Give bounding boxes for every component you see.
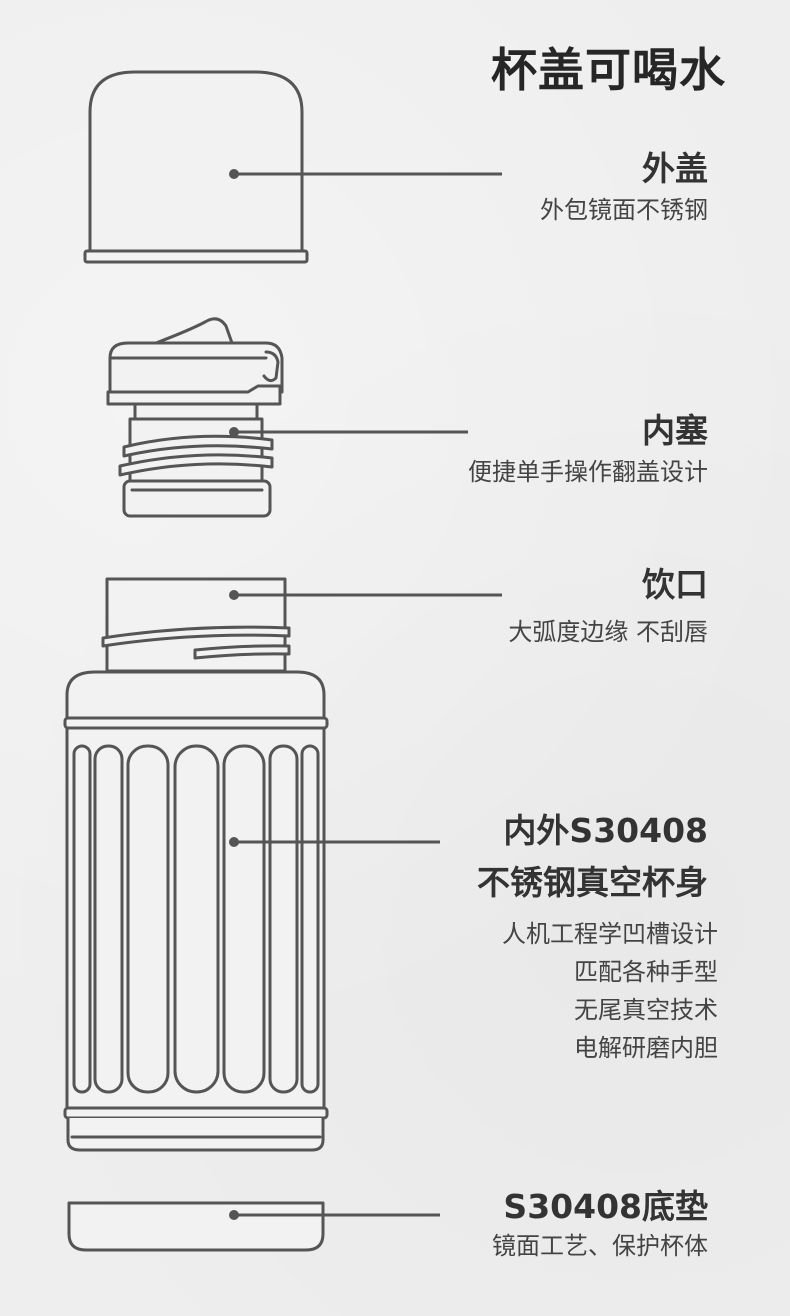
bottle-body-drawing <box>63 670 329 1152</box>
cap-leader-dot <box>229 169 239 179</box>
plug-heading: 内塞 <box>642 411 708 450</box>
outer-cap-drawing <box>83 70 309 264</box>
body-heading-line2: 不锈钢真空杯身 <box>477 863 708 902</box>
cap-heading: 外盖 <box>642 149 708 188</box>
base-heading: S30408底垫 <box>503 1187 708 1226</box>
inner-plug-drawing <box>106 317 284 518</box>
body-feature-4: 电解研磨内胆 <box>574 1034 718 1062</box>
mouth-leader-dot <box>229 590 239 600</box>
base-leader-dot <box>229 1210 239 1220</box>
body-feature-1: 人机工程学凹槽设计 <box>502 920 718 948</box>
body-feature-2: 匹配各种手型 <box>574 958 718 986</box>
cap-description: 外包镜面不锈钢 <box>540 196 708 224</box>
body-leader-dot <box>229 837 239 847</box>
base-description: 镜面工艺、保护杯体 <box>492 1232 708 1260</box>
mouth-description: 大弧度边缘 不刮唇 <box>508 618 708 646</box>
base-pad-drawing <box>67 1201 325 1252</box>
plug-description: 便捷单手操作翻盖设计 <box>468 458 708 486</box>
body-feature-3: 无尾真空技术 <box>574 996 718 1024</box>
body-heading-line1: 内外S30408 <box>503 811 708 850</box>
mouth-heading: 饮口 <box>642 565 708 604</box>
page-title: 杯盖可喝水 <box>491 43 726 97</box>
drinking-mouth-drawing <box>101 577 291 673</box>
plug-leader-dot <box>229 427 239 437</box>
